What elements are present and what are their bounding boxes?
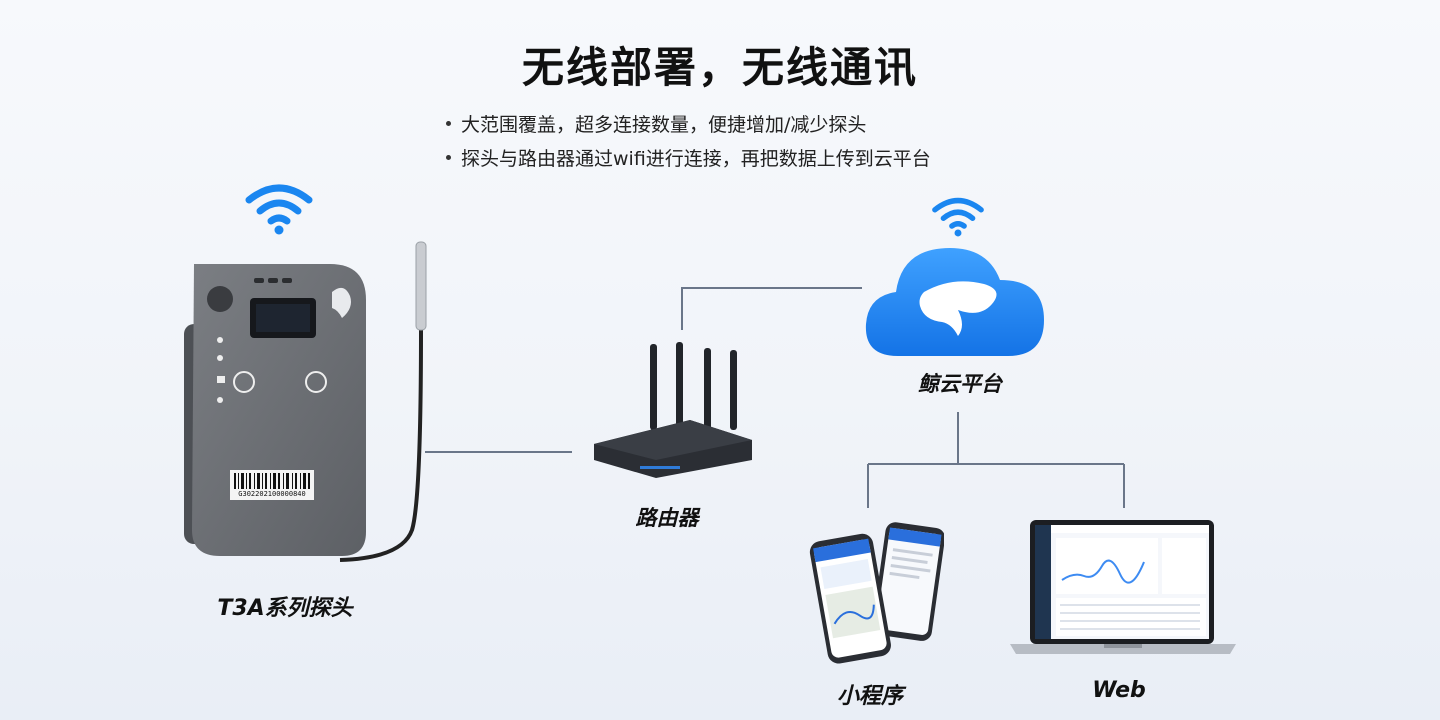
probe-barcode: G302202100000840 [238,490,306,498]
feature-item: 探头与路由器通过wifi进行连接，再把数据上传到云平台 [440,144,931,178]
feature-item: 大范围覆盖，超多连接数量，便捷增加/减少探头 [440,110,931,144]
router-cloud-line [681,287,862,330]
phone-icon [809,522,944,664]
bullet-dot [446,121,451,126]
router-label: 路由器 [635,506,699,530]
cloud-label: 鲸云平台 [918,372,1002,396]
wifi-icon [245,184,313,235]
laptop-icon [1010,520,1236,654]
page-title: 无线部署，无线通讯 [521,43,918,92]
cloud-icon [865,248,1044,356]
feature-list: 大范围覆盖，超多连接数量，便捷增加/减少探头 探头与路由器通过wifi进行连接，… [440,110,931,178]
wifi-icon [932,197,984,237]
probe-label: T3A系列探头 [217,596,353,621]
feature-text: 大范围覆盖，超多连接数量，便捷增加/减少探头 [461,114,867,136]
bullet-dot [446,155,451,160]
miniprogram-label: 小程序 [836,684,903,709]
router-icon [594,342,752,478]
web-label: Web [1092,678,1146,703]
feature-text: 探头与路由器通过wifi进行连接，再把数据上传到云平台 [461,148,931,170]
cloud-clients-line [867,412,1125,508]
probe-device-icon [184,241,427,562]
